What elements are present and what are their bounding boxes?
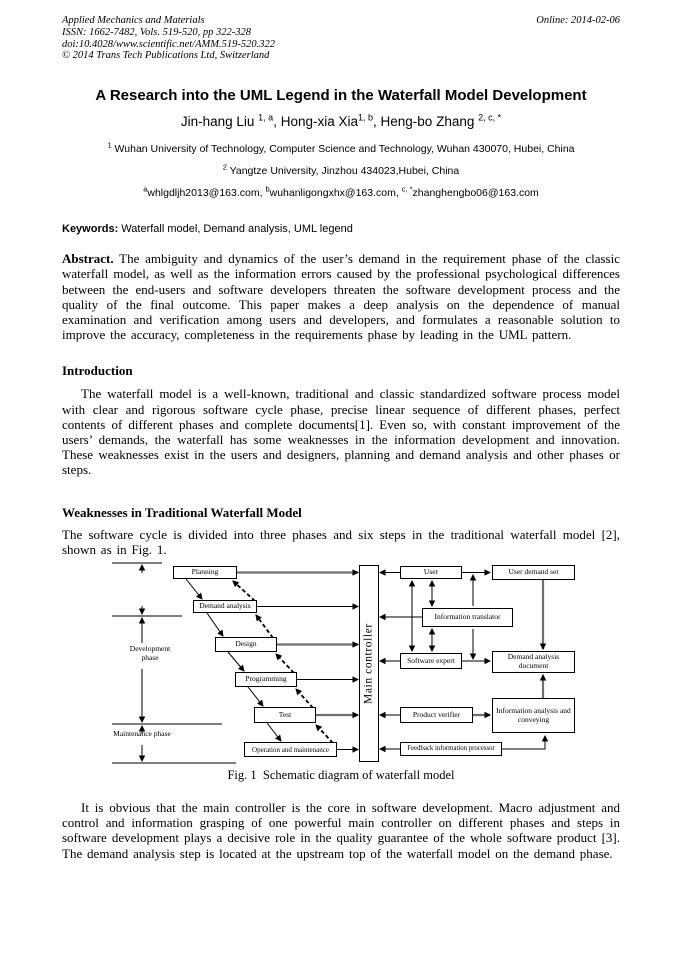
email-2: wuhanligongxhx@163.com, (269, 187, 402, 200)
journal-doi: doi:10.4028/www.scientific.net/AMM.519-5… (62, 38, 275, 50)
fig-box-demand-analysis: Demand analysis (193, 600, 257, 614)
affiliation-1-sup: 1 (107, 140, 112, 150)
author-separator: , (273, 114, 281, 130)
fig-box-information-translator: Information translator (422, 608, 513, 628)
email-3-sup: c, * (401, 184, 413, 194)
to-controller-arrows (237, 569, 422, 753)
fig-box-product-verifier: Product verifier (400, 707, 473, 724)
author-1: Jin-hang Liu (180, 114, 259, 130)
email-1: whlgdljh2013@163.com, (147, 187, 266, 200)
email-3: zhanghengbo06@163.com (412, 187, 539, 200)
fig-box-user: User (400, 566, 462, 580)
online-date: Online: 2014-02-06 (536, 15, 620, 26)
closing-paragraph: It is obvious that the main controller i… (62, 800, 620, 861)
author-2: Hong-xia Xia (280, 114, 358, 130)
phase-label-maintenance: Maintenance phase (113, 729, 171, 739)
abstract: Abstract. The ambiguity and dynamics of … (62, 251, 620, 342)
affiliation-2: 2 Yangtze University, Jinzhou 434023,Hub… (62, 162, 620, 178)
section-heading-introduction: Introduction (62, 363, 133, 379)
affiliation-1-text: Wuhan University of Technology, Computer… (111, 143, 575, 156)
fig-box-test: Test (254, 707, 316, 724)
section-heading-weaknesses: Weaknesses in Traditional Waterfall Mode… (62, 504, 302, 520)
abstract-label: Abstract. (62, 251, 114, 267)
keywords-line: Keywords: Waterfall model, Demand analys… (62, 223, 620, 235)
introduction-paragraph: The waterfall model is a well-known, tra… (62, 386, 620, 478)
author-2-sup: 1, b (358, 112, 374, 123)
paper-title: A Research into the UML Legend in the Wa… (95, 87, 587, 105)
author-3-sup: 2, c, * (478, 112, 502, 123)
affiliation-2-sup: 2 (222, 162, 227, 172)
right-side-connectors (408, 569, 549, 750)
journal-name: Applied Mechanics and Materials (62, 15, 205, 26)
author-separator: , (373, 114, 381, 130)
keywords-text: Waterfall model, Demand analysis, UML le… (118, 223, 353, 236)
phase-bracket-lines (112, 562, 236, 764)
fig-box-demand-analysis-document: Demand analysis document (492, 651, 575, 674)
author-1-sup: 1, a (258, 112, 274, 123)
fig-box-programming: Programming (235, 672, 297, 688)
fig-box-software-expert: Software expert (400, 653, 462, 670)
figure-arrows-svg (112, 562, 549, 764)
journal-copyright: © 2014 Trans Tech Publications Ltd, Swit… (62, 50, 270, 62)
fig-box-operation-maintenance: Operation and maintenance (244, 742, 337, 758)
email-2-sup: b (265, 184, 270, 194)
author-3: Heng-bo Zhang (380, 114, 479, 130)
journal-issn: ISSN: 1662-7482, Vols. 519-520, pp 322-3… (62, 26, 251, 38)
waterfall-figure: Planning Demand analysis Design Programm… (105, 559, 580, 766)
affiliation-1: 1 Wuhan University of Technology, Comput… (81, 140, 601, 156)
fig-box-main-controller: Main controller (359, 565, 379, 763)
journal-header-left: Applied Mechanics and Materials ISSN: 16… (62, 15, 275, 62)
fig-box-user-demand-set: User demand set (492, 565, 575, 581)
keywords-label: Keywords: (62, 223, 119, 236)
fig-box-design: Design (215, 637, 277, 653)
phase-label-development: Development phase (129, 644, 171, 663)
cascade-arrows (185, 578, 282, 742)
author-line: Jin-hang Liu 1, a, Hong-xia Xia1, b, Hen… (62, 113, 620, 130)
abstract-text: The ambiguity and dynamics of the user’s… (62, 251, 620, 343)
figure-caption: Fig. 1 Schematic diagram of waterfall mo… (227, 768, 455, 783)
journal-header: Applied Mechanics and Materials ISSN: 16… (62, 15, 620, 62)
feedback-dashed-arrows (232, 580, 334, 744)
email-line: awhlgdljh2013@163.com, bwuhanligongxhx@1… (62, 184, 620, 200)
fig-box-planning: Planning (173, 566, 237, 580)
email-1-sup: a (143, 184, 148, 194)
affiliation-2-text: Yangtze University, Jinzhou 434023,Hubei… (226, 165, 460, 178)
weaknesses-paragraph: The software cycle is divided into three… (62, 526, 620, 557)
fig-box-information-analysis: Information analysis and conveying (492, 698, 575, 734)
fig-box-feedback-processor: Feedback information processor (400, 742, 502, 757)
